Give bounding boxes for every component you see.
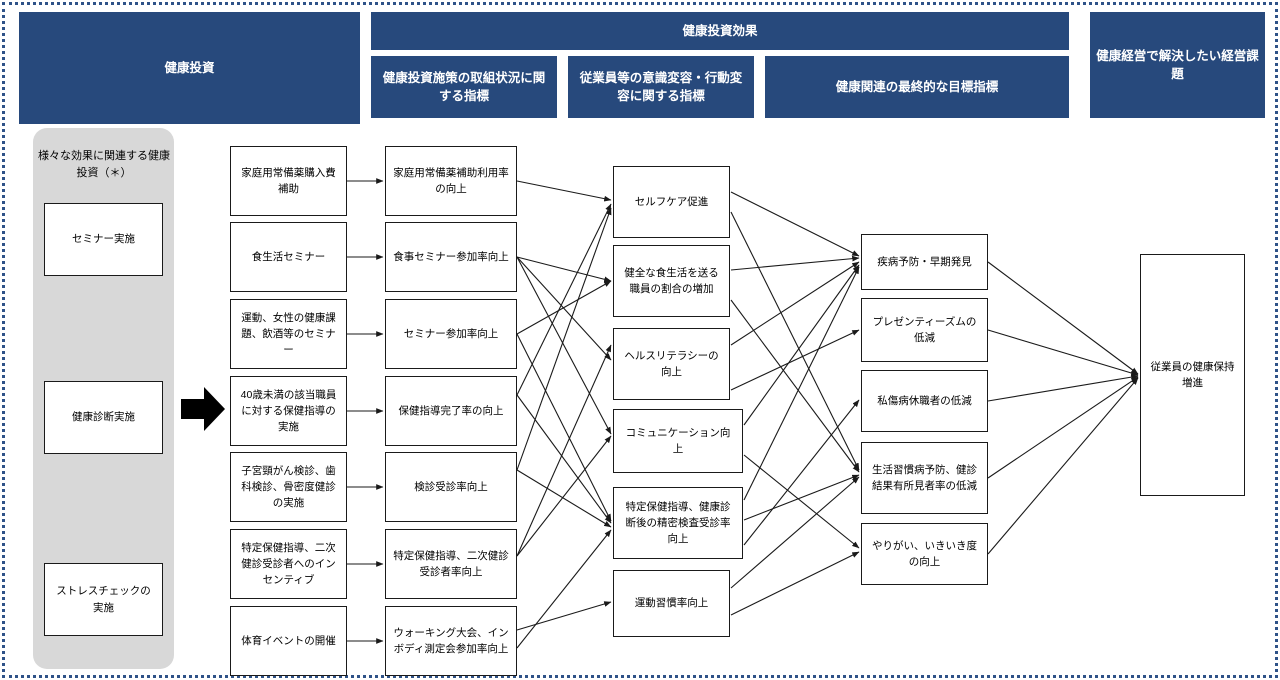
- process-item-0[interactable]: 家庭用常備薬補助利用率の向上: [385, 146, 517, 216]
- sidebar-item-seminar[interactable]: セミナー実施: [44, 203, 163, 276]
- investment-item-1[interactable]: 食生活セミナー: [230, 222, 347, 292]
- process-item-4[interactable]: 検診受診率向上: [385, 452, 517, 522]
- outcome-item-1[interactable]: プレゼンティーズムの低減: [861, 298, 988, 362]
- outcome-item-2[interactable]: 私傷病休職者の低減: [861, 370, 988, 432]
- behavior-item-5[interactable]: 運動習慣率向上: [613, 570, 730, 637]
- investment-item-2[interactable]: 運動、女性の健康課題、飲酒等のセミナー: [230, 299, 347, 369]
- behavior-item-0[interactable]: セルフケア促進: [613, 166, 730, 238]
- header-outcome-indicator: 健康関連の最終的な目標指標: [765, 56, 1069, 118]
- outcome-item-0[interactable]: 疾病予防・早期発見: [861, 234, 988, 290]
- behavior-item-4[interactable]: 特定保健指導、健康診断後の精密検査受診率向上: [613, 487, 743, 559]
- header-management-issue: 健康経営で解決したい経営課題: [1090, 12, 1265, 118]
- header-health-investment-effect: 健康投資効果: [371, 12, 1069, 50]
- process-item-1[interactable]: 食事セミナー参加率向上: [385, 222, 517, 292]
- investment-item-0[interactable]: 家庭用常備薬購入費補助: [230, 146, 347, 216]
- sidebar-item-stresscheck[interactable]: ストレスチェックの実施: [44, 563, 163, 636]
- process-item-6[interactable]: ウォーキング大会、インボディ測定会参加率向上: [385, 606, 517, 676]
- behavior-item-2[interactable]: ヘルスリテラシーの向上: [613, 328, 730, 400]
- right-arrow-icon: [181, 387, 225, 431]
- header-process-indicator: 健康投資施策の取組状況に関する指標: [371, 56, 557, 118]
- process-item-2[interactable]: セミナー参加率向上: [385, 299, 517, 369]
- behavior-item-3[interactable]: コミュニケーション向上: [613, 409, 743, 473]
- process-item-5[interactable]: 特定保健指導、二次健診受診者率向上: [385, 529, 517, 599]
- behavior-item-1[interactable]: 健全な食生活を送る職員の割合の増加: [613, 245, 730, 317]
- investment-item-6[interactable]: 体育イベントの開催: [230, 606, 347, 676]
- outcome-item-4[interactable]: やりがい、いきいき度の向上: [861, 523, 988, 585]
- investment-item-4[interactable]: 子宮頸がん検診、歯科検診、骨密度健診の実施: [230, 452, 347, 522]
- sidebar-item-checkup[interactable]: 健康診断実施: [44, 381, 163, 454]
- header-behavior-indicator: 従業員等の意識変容・行動変容に関する指標: [568, 56, 754, 118]
- sidebar-title: 様々な効果に関連する健康投資（＊）: [38, 150, 170, 180]
- investment-item-3[interactable]: 40歳未満の該当職員に対する保健指導の実施: [230, 376, 347, 446]
- process-item-3[interactable]: 保健指導完了率の向上: [385, 376, 517, 446]
- header-health-investment: 健康投資: [19, 12, 360, 124]
- investment-item-5[interactable]: 特定保健指導、二次健診受診者へのインセンティブ: [230, 529, 347, 599]
- goal-employee-health[interactable]: 従業員の健康保持増進: [1140, 254, 1245, 496]
- outcome-item-3[interactable]: 生活習慣病予防、健診結果有所見者率の低減: [861, 442, 988, 514]
